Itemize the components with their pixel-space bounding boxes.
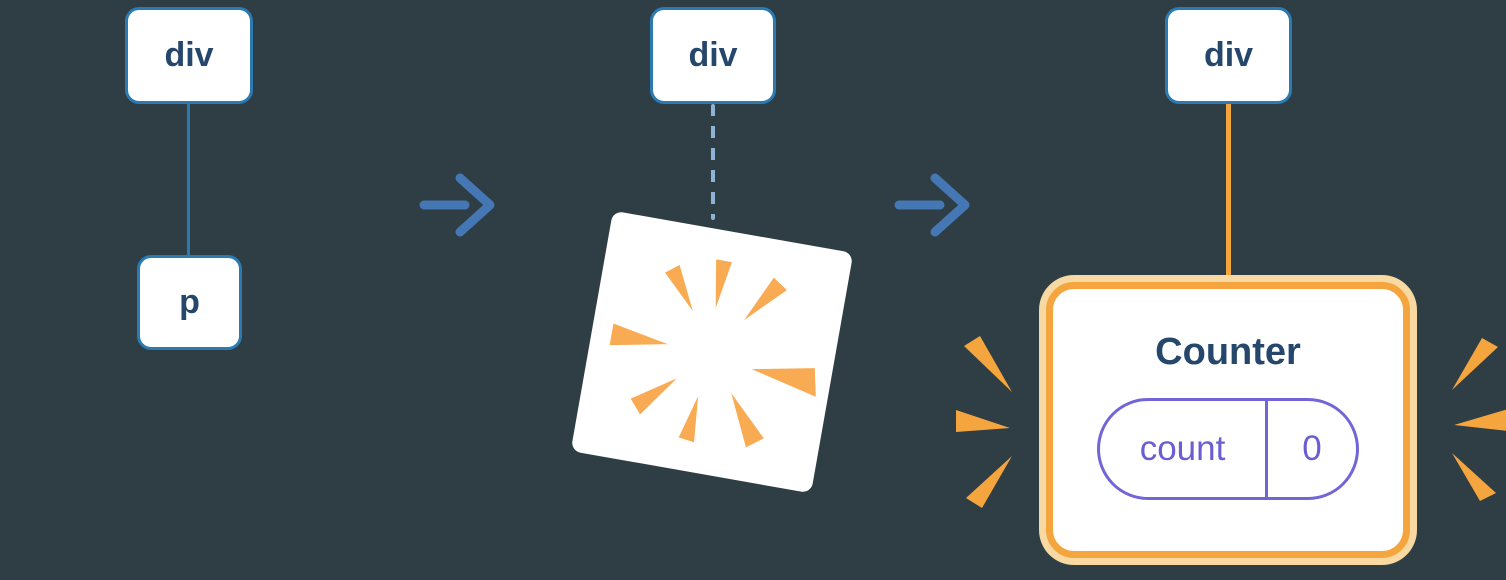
component-title: Counter xyxy=(1155,331,1301,373)
arrow-right-icon xyxy=(894,173,970,237)
tree-edge-dashed xyxy=(711,104,715,220)
arrow-right-icon xyxy=(419,173,495,237)
dom-node-div-stage1: div xyxy=(125,7,253,104)
dom-node-p-stage1: p xyxy=(137,255,242,350)
dom-node-div-stage3: div xyxy=(1165,7,1292,104)
tree-edge-orange xyxy=(1226,104,1231,284)
dom-node-div-stage2: div xyxy=(650,7,776,104)
sparkle-rays-right-icon xyxy=(1452,338,1506,501)
counter-component-card: Counter count 0 xyxy=(1046,282,1410,558)
state-value-label: 0 xyxy=(1302,429,1322,468)
sparkle-rays-left-icon xyxy=(956,336,1012,508)
state-key-label: count xyxy=(1100,401,1268,497)
destruction-burst-icon xyxy=(572,212,852,492)
tree-edge-solid xyxy=(187,104,190,255)
state-pill: count 0 xyxy=(1097,398,1359,500)
